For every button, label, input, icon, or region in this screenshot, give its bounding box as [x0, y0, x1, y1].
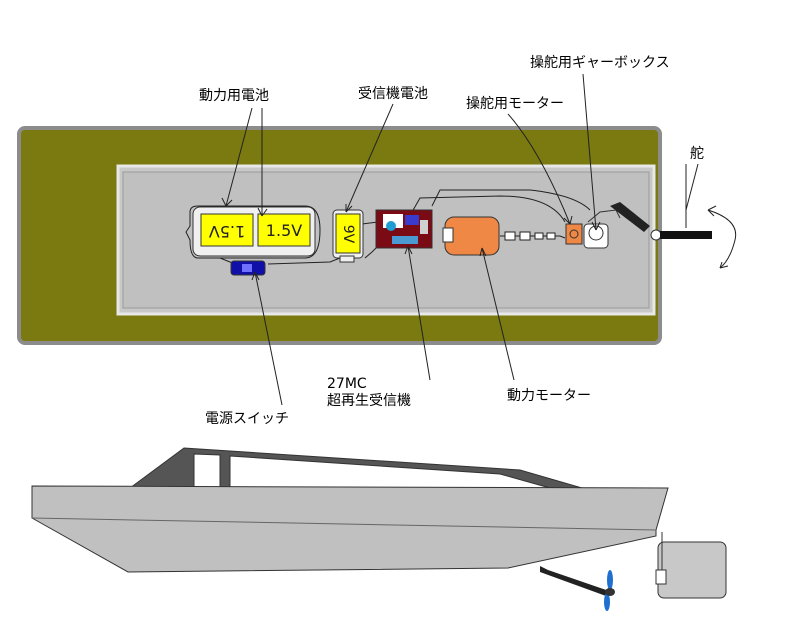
- drive-motor: [442, 216, 500, 256]
- receiver-battery-label: 9V: [340, 225, 356, 244]
- hull-chine: [31, 517, 657, 531]
- side-view: [31, 447, 727, 611]
- label-receiver-line-2: 超再生受信機: [327, 393, 411, 409]
- cabin-window-1: [193, 453, 221, 489]
- hull: [31, 485, 669, 573]
- rudder-pivot: [650, 229, 662, 241]
- rudder-blade-side: [657, 541, 727, 599]
- rudder-rotation-arrow: [707, 209, 737, 269]
- power-switch: [230, 260, 266, 276]
- label-receiver-battery: 受信機電池: [358, 86, 428, 102]
- annotation-lines: [221, 73, 699, 406]
- label-drive-battery: 動力用電池: [199, 88, 269, 104]
- label-drive-motor: 動力モーター: [507, 388, 591, 404]
- propeller-hub: [605, 588, 615, 596]
- label-rudder: 舵: [690, 146, 704, 162]
- receiver-unit: [375, 209, 433, 249]
- steering-motor: [565, 223, 583, 245]
- battery-cell-1-label: 1.5V: [209, 222, 245, 241]
- rudder-rotation-arrow-head-1: [707, 205, 717, 217]
- rudder-blade-top: [660, 231, 712, 239]
- rudder-arm: [610, 202, 650, 232]
- battery-cell-2: 1.5V: [257, 213, 311, 247]
- label-power-switch: 電源スイッチ: [205, 411, 289, 427]
- steering-gearbox: [583, 209, 621, 249]
- battery-cell-1: 1.5V: [200, 213, 254, 247]
- label-steering-gearbox: 操舵用ギャーボックス: [530, 55, 670, 71]
- propeller-blade-bottom: [604, 593, 610, 611]
- label-steering-motor: 操舵用モーター: [466, 96, 564, 112]
- drive-shaft-coupling: [504, 231, 556, 241]
- top-view: 1.5V 1.5V 9V: [17, 73, 737, 406]
- receiver-battery: 9V: [332, 209, 364, 263]
- rudder-mount: [655, 569, 667, 585]
- prop-shaft: [540, 566, 612, 596]
- label-receiver-line-1: 27MC: [327, 376, 367, 392]
- propeller-blade-top: [607, 570, 613, 590]
- battery-cell-2-label: 1.5V: [266, 221, 302, 240]
- rudder-rotation-arrow-head-2: [719, 261, 729, 269]
